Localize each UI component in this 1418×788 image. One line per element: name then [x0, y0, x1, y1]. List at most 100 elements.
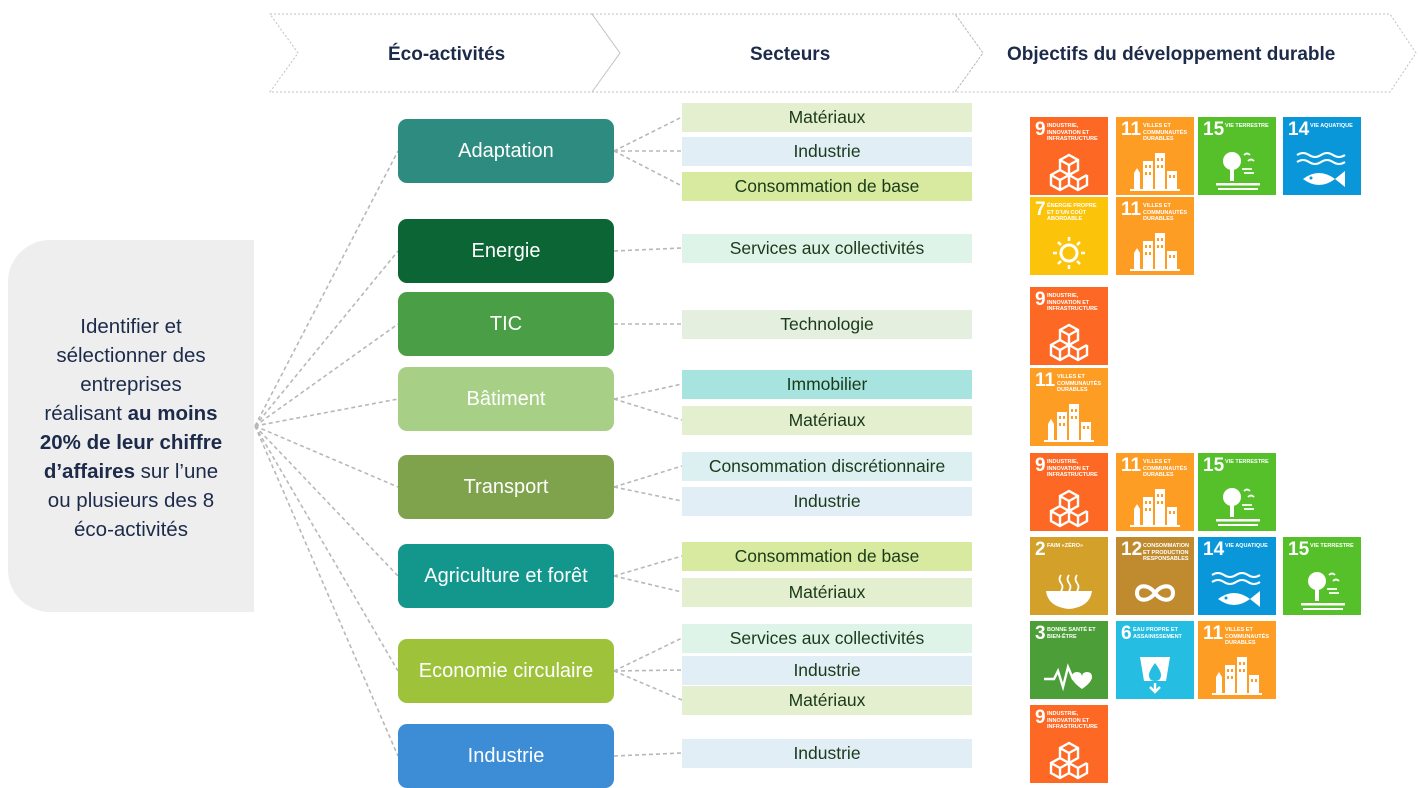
sector-box: Immobilier	[682, 370, 972, 399]
sdg-number: 11	[1121, 455, 1142, 476]
sdg-label: Vie aquatique	[1310, 123, 1353, 129]
eco-activity-8: Industrie	[398, 724, 614, 788]
sdg-label: Villes et communautés durables	[1225, 627, 1269, 646]
sector-box: Consommation de base	[682, 542, 972, 571]
sector-box: Services aux collectivités	[682, 234, 972, 263]
eco-activity-2: Energie	[398, 219, 614, 283]
sector-box: Consommation discrétionnaire	[682, 452, 972, 481]
sdg-number: 3	[1035, 623, 1046, 644]
sdg-6-tile: 6Eau propre et assainissement	[1116, 621, 1194, 699]
sdg-label: Villes et communautés durables	[1143, 459, 1187, 478]
sdg-label: Industrie, innovation et infrastructure	[1047, 711, 1098, 730]
sdg-9-tile: 9Industrie, innovation et infrastructure	[1030, 453, 1108, 531]
eco-activity-6: Agriculture et forêt	[398, 544, 614, 608]
sdg-label: Industrie, innovation et infrastructure	[1047, 123, 1098, 142]
sdg-number: 15	[1203, 119, 1225, 140]
connector-sector	[613, 398, 683, 421]
sdg-14-tile: 14Vie aquatique	[1198, 537, 1276, 615]
sdg-number: 14	[1203, 539, 1225, 560]
sdg-number: 2	[1035, 539, 1046, 560]
sdg-label: Vie terrestre	[1310, 543, 1354, 549]
sdg-11-tile: 11Villes et communautés durables	[1198, 621, 1276, 699]
sdg-label: Vie aquatique	[1225, 543, 1268, 549]
sdg-11-tile: 11Villes et communautés durables	[1116, 453, 1194, 531]
sdg-9-tile: 9Industrie, innovation et infrastructure	[1030, 705, 1108, 783]
header-eco-activites: Éco-activités	[388, 44, 506, 65]
sdg-14-tile: 14Vie aquatique	[1283, 117, 1361, 195]
sdg-label: Villes et communautés durables	[1057, 374, 1101, 393]
header-chevron-odd	[954, 13, 1417, 93]
connector-sector	[613, 465, 683, 488]
sdg-11-tile: 11Villes et communautés durables	[1116, 197, 1194, 275]
sdg-number: 9	[1035, 289, 1046, 310]
sdg-9-tile: 9Industrie, innovation et infrastructure	[1030, 287, 1108, 365]
sector-box: Matériaux	[682, 578, 972, 607]
sdg-number: 6	[1121, 623, 1132, 644]
sdg-label: Villes et communautés durables	[1143, 123, 1187, 142]
connector-left-6	[254, 425, 399, 577]
sdg-label: Industrie, innovation et infrastructure	[1047, 459, 1098, 478]
sector-box: Technologie	[682, 310, 972, 339]
connector-sector	[613, 247, 683, 252]
sdg-number: 9	[1035, 455, 1046, 476]
sdg-3-tile: 3Bonne santé et bien-être	[1030, 621, 1108, 699]
sector-box: Matériaux	[682, 686, 972, 715]
sdg-number: 14	[1288, 119, 1310, 140]
sdg-11-tile: 11Villes et communautés durables	[1116, 117, 1194, 195]
sector-box: Consommation de base	[682, 172, 972, 201]
sdg-label: Vie terrestre	[1225, 123, 1269, 129]
connector-sector	[613, 637, 683, 672]
sector-box: Matériaux	[682, 103, 972, 132]
sector-box: Industrie	[682, 137, 972, 166]
connector-sector	[613, 669, 683, 672]
connector-sector	[613, 575, 683, 593]
connector-left-8	[254, 425, 399, 757]
header-secteurs: Secteurs	[750, 44, 831, 65]
sdg-9-tile: 9Industrie, innovation et infrastructure	[1030, 117, 1108, 195]
connector-left-4	[254, 398, 399, 427]
sdg-number: 11	[1203, 623, 1224, 644]
sdg-label: Villes et communautés durables	[1143, 203, 1187, 222]
sdg-label: Énergie propre et d’un coût abordable	[1047, 203, 1097, 222]
eco-activity-7: Economie circulaire	[398, 639, 614, 703]
sdg-number: 11	[1121, 199, 1142, 220]
sdg-number: 15	[1288, 539, 1310, 560]
header-objectifs: Objectifs du développement durable	[1007, 44, 1336, 65]
sdg-label: Industrie, innovation et infrastructure	[1047, 293, 1098, 312]
sdg-number: 7	[1035, 199, 1046, 220]
sdg-12-tile: 12Consommation et production responsable…	[1116, 537, 1194, 615]
sector-box: Industrie	[682, 487, 972, 516]
connector-left-5	[254, 425, 399, 488]
eco-activity-1: Adaptation	[398, 119, 614, 183]
sdg-2-tile: 2Faim «zéro»	[1030, 537, 1108, 615]
sdg-label: Bonne santé et bien-être	[1047, 627, 1096, 640]
eco-activity-4: Bâtiment	[398, 367, 614, 431]
connector-sector	[613, 752, 683, 757]
sector-box: Matériaux	[682, 406, 972, 435]
eco-activity-5: Transport	[398, 455, 614, 519]
connector-sector	[613, 150, 683, 187]
sdg-number: 9	[1035, 119, 1046, 140]
sdg-number: 9	[1035, 707, 1046, 728]
sdg-11-tile: 11Villes et communautés durables	[1030, 368, 1108, 446]
sdg-label: Vie terrestre	[1225, 459, 1269, 465]
intro-panel	[8, 240, 254, 612]
sdg-label: Faim «zéro»	[1047, 543, 1084, 549]
connector-left-1	[254, 150, 399, 427]
connector-left-7	[254, 425, 399, 672]
eco-activity-3: TIC	[398, 292, 614, 356]
connector-left-3	[254, 323, 399, 427]
sdg-number: 11	[1035, 370, 1056, 391]
sdg-label: Eau propre et assainissement	[1133, 627, 1182, 640]
connector-left-2	[254, 250, 399, 427]
sector-box: Industrie	[682, 739, 972, 768]
intro-text: Identifier et sélectionner des entrepris…	[39, 315, 223, 541]
connector-sector	[613, 555, 683, 577]
sdg-number: 11	[1121, 119, 1142, 140]
sdg-7-tile: 7Énergie propre et d’un coût abordable	[1030, 197, 1108, 275]
connector-sector	[613, 116, 683, 152]
sdg-15-tile: 15Vie terrestre	[1198, 453, 1276, 531]
sdg-number: 15	[1203, 455, 1225, 476]
sdg-number: 12	[1121, 539, 1143, 560]
